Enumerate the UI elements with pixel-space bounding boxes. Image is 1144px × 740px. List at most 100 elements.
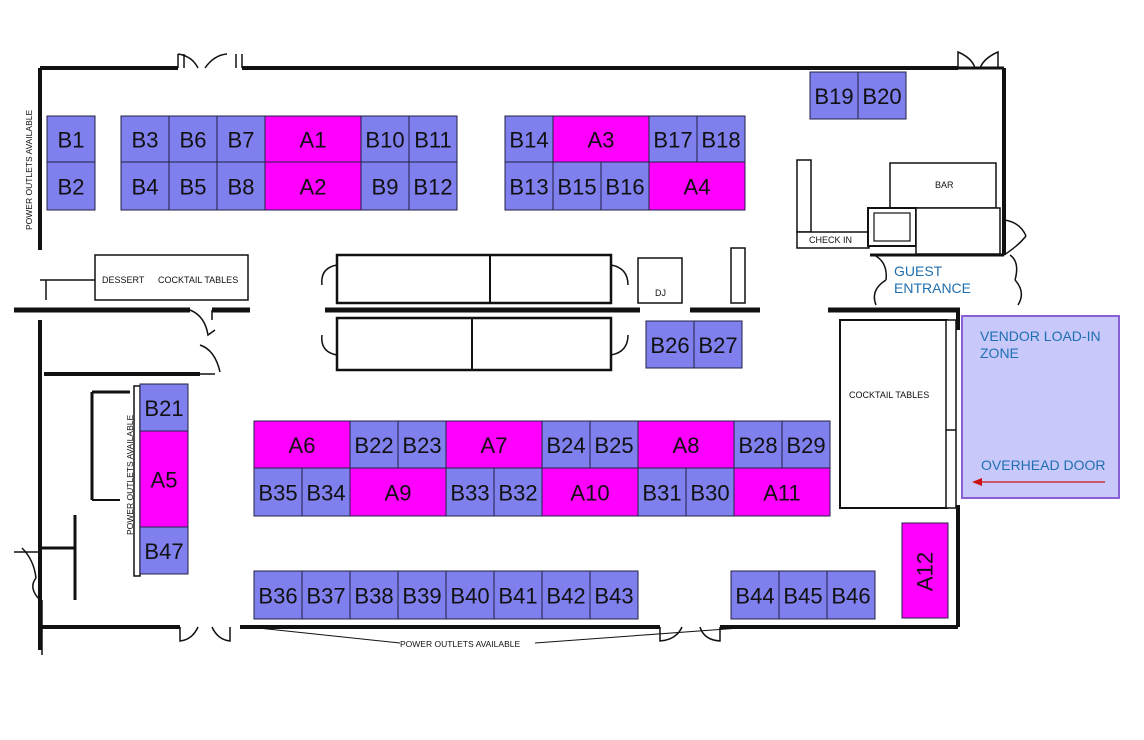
booth-b20[interactable]: B20: [857, 71, 907, 120]
booth-b23[interactable]: B23: [397, 420, 447, 469]
booth-box[interactable]: [504, 115, 554, 163]
booth-b16[interactable]: B16: [600, 161, 650, 211]
booth-box[interactable]: [733, 420, 783, 469]
booth-b14[interactable]: B14: [504, 115, 554, 163]
booth-box[interactable]: [445, 467, 495, 517]
booth-b1[interactable]: B1: [46, 115, 96, 163]
booth-b32[interactable]: B32: [493, 467, 543, 517]
booth-box[interactable]: [349, 570, 399, 620]
booth-b24[interactable]: B24: [541, 420, 591, 469]
booth-box[interactable]: [648, 115, 698, 163]
booth-b33[interactable]: B33: [445, 467, 495, 517]
booth-b36[interactable]: B36: [253, 570, 303, 620]
booth-b34[interactable]: B34: [301, 467, 351, 517]
booth-b22[interactable]: B22: [349, 420, 399, 469]
booth-box[interactable]: [648, 161, 746, 211]
booth-b9[interactable]: B9: [360, 161, 410, 211]
booth-box[interactable]: [733, 467, 831, 517]
booth-a1[interactable]: A1: [264, 115, 362, 163]
booth-box[interactable]: [397, 570, 447, 620]
booth-box[interactable]: [408, 115, 458, 163]
booth-box[interactable]: [139, 430, 189, 528]
booth-a12[interactable]: A12: [901, 522, 949, 619]
booth-b7[interactable]: B7: [216, 115, 266, 163]
booth-b10[interactable]: B10: [360, 115, 410, 163]
booth-box[interactable]: [645, 320, 695, 369]
booth-b35[interactable]: B35: [253, 467, 303, 517]
booth-box[interactable]: [637, 467, 687, 517]
booth-box[interactable]: [120, 161, 170, 211]
booth-box[interactable]: [857, 71, 907, 120]
booth-b13[interactable]: B13: [504, 161, 554, 211]
booth-a2[interactable]: A2: [264, 161, 362, 211]
booth-box[interactable]: [120, 115, 170, 163]
booth-b30[interactable]: B30: [685, 467, 735, 517]
booth-a6[interactable]: A6: [253, 420, 351, 469]
booth-b28[interactable]: B28: [733, 420, 783, 469]
booth-box[interactable]: [778, 570, 828, 620]
booth-box[interactable]: [168, 161, 218, 211]
booth-box[interactable]: [826, 570, 876, 620]
booth-b15[interactable]: B15: [552, 161, 602, 211]
booth-b19[interactable]: B19: [809, 71, 859, 120]
booth-b31[interactable]: B31: [637, 467, 687, 517]
booth-box[interactable]: [901, 522, 949, 619]
booth-box[interactable]: [693, 320, 743, 369]
booth-a9[interactable]: A9: [349, 467, 447, 517]
booth-b45[interactable]: B45: [778, 570, 828, 620]
booth-box[interactable]: [46, 161, 96, 211]
booth-a5[interactable]: A5: [139, 430, 189, 528]
booth-box[interactable]: [493, 467, 543, 517]
booth-b12[interactable]: B12: [408, 161, 458, 211]
booth-b37[interactable]: B37: [301, 570, 351, 620]
booth-b6[interactable]: B6: [168, 115, 218, 163]
booth-b21[interactable]: B21: [139, 383, 189, 432]
booth-box[interactable]: [46, 115, 96, 163]
booth-b4[interactable]: B4: [120, 161, 170, 211]
booth-b42[interactable]: B42: [541, 570, 591, 620]
booth-b27[interactable]: B27: [693, 320, 743, 369]
booth-b41[interactable]: B41: [493, 570, 543, 620]
booth-a3[interactable]: A3: [552, 115, 650, 163]
booth-b39[interactable]: B39: [397, 570, 447, 620]
booth-box[interactable]: [360, 161, 410, 211]
booth-box[interactable]: [696, 115, 746, 163]
booth-box[interactable]: [253, 420, 351, 469]
booth-box[interactable]: [493, 570, 543, 620]
booth-box[interactable]: [541, 570, 591, 620]
booth-box[interactable]: [408, 161, 458, 211]
booth-b11[interactable]: B11: [408, 115, 458, 163]
booth-b5[interactable]: B5: [168, 161, 218, 211]
booth-box[interactable]: [349, 467, 447, 517]
booth-b17[interactable]: B17: [648, 115, 698, 163]
booth-b8[interactable]: B8: [216, 161, 266, 211]
booth-box[interactable]: [600, 161, 650, 211]
booth-box[interactable]: [541, 467, 639, 517]
booth-b29[interactable]: B29: [781, 420, 831, 469]
booth-box[interactable]: [685, 467, 735, 517]
booth-a4[interactable]: A4: [648, 161, 746, 211]
booth-a8[interactable]: A8: [637, 420, 735, 469]
booth-a11[interactable]: A11: [733, 467, 831, 517]
booth-b40[interactable]: B40: [445, 570, 495, 620]
booth-a10[interactable]: A10: [541, 467, 639, 517]
booth-b47[interactable]: B47: [139, 526, 189, 575]
booth-box[interactable]: [301, 570, 351, 620]
booth-box[interactable]: [139, 526, 189, 575]
booth-a7[interactable]: A7: [445, 420, 543, 469]
booth-b43[interactable]: B43: [589, 570, 639, 620]
booth-box[interactable]: [589, 570, 639, 620]
booth-b38[interactable]: B38: [349, 570, 399, 620]
booth-box[interactable]: [264, 161, 362, 211]
booth-b25[interactable]: B25: [589, 420, 639, 469]
booth-box[interactable]: [216, 161, 266, 211]
booth-b44[interactable]: B44: [730, 570, 780, 620]
booth-b46[interactable]: B46: [826, 570, 876, 620]
booth-box[interactable]: [552, 161, 602, 211]
booth-box[interactable]: [445, 420, 543, 469]
booth-b18[interactable]: B18: [696, 115, 746, 163]
booth-box[interactable]: [781, 420, 831, 469]
booth-box[interactable]: [809, 71, 859, 120]
booth-b2[interactable]: B2: [46, 161, 96, 211]
booth-box[interactable]: [301, 467, 351, 517]
